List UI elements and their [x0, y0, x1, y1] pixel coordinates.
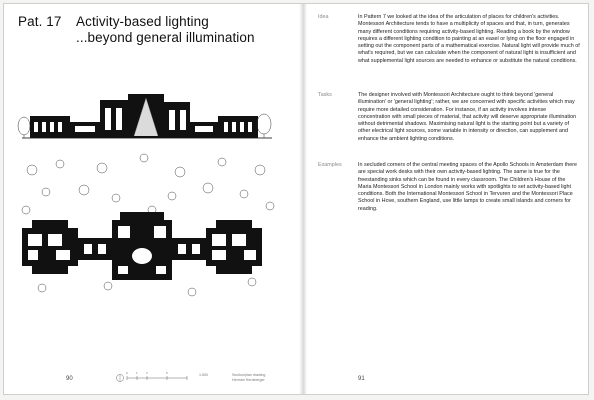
- section-examples: Examples In secluded corners of the cent…: [318, 162, 580, 213]
- section-tasks: Tasks The designer involved with Montess…: [318, 92, 580, 143]
- pattern-number: Pat. 17: [18, 14, 62, 29]
- architectural-drawing: [17, 94, 275, 297]
- book-spread: [3, 3, 589, 395]
- caption-drawing: Section/plan drawing Herman Hertzberger: [232, 373, 265, 382]
- right-page-number: 91: [358, 376, 365, 382]
- scale-label: 2: [146, 371, 148, 375]
- plan-trees: [21, 153, 275, 297]
- section-text: The designer involved with Montessori Ar…: [358, 92, 577, 142]
- elevation-windows: [34, 108, 252, 132]
- plan-rooms: [28, 226, 256, 274]
- caption-scale: 1:500: [199, 373, 208, 377]
- title-line-1: Pat. 17 Activity-based lighting: [18, 14, 288, 30]
- scale-label: 5: [166, 371, 168, 375]
- title-subtitle: ...beyond general illumination: [76, 30, 255, 45]
- section-label: Idea: [318, 14, 329, 20]
- section-text: In Pattern 7 we looked at the idea of th…: [358, 14, 580, 64]
- caption-credit: Herman Hertzberger: [232, 377, 265, 382]
- book-gutter: [299, 4, 307, 394]
- scale-bar: 0 1 2 5: [116, 371, 188, 382]
- page-title: Pat. 17 Activity-based lighting ...beyond…: [18, 14, 288, 46]
- scale-label: 0: [126, 371, 128, 375]
- scale-label: 1: [136, 371, 138, 375]
- section-text: In secluded corners of the central meeti…: [358, 162, 578, 212]
- section-label: Tasks: [318, 92, 332, 98]
- section-label: Examples: [318, 162, 342, 168]
- title-main: Activity-based lighting: [76, 14, 209, 29]
- left-page-number: 90: [66, 376, 73, 382]
- elevation-trees: [17, 113, 272, 138]
- light-cone: [134, 98, 158, 136]
- section-idea: Idea In Pattern 7 we looked at the idea …: [318, 14, 580, 65]
- caption-drawing-title: Section/plan drawing: [232, 373, 266, 377]
